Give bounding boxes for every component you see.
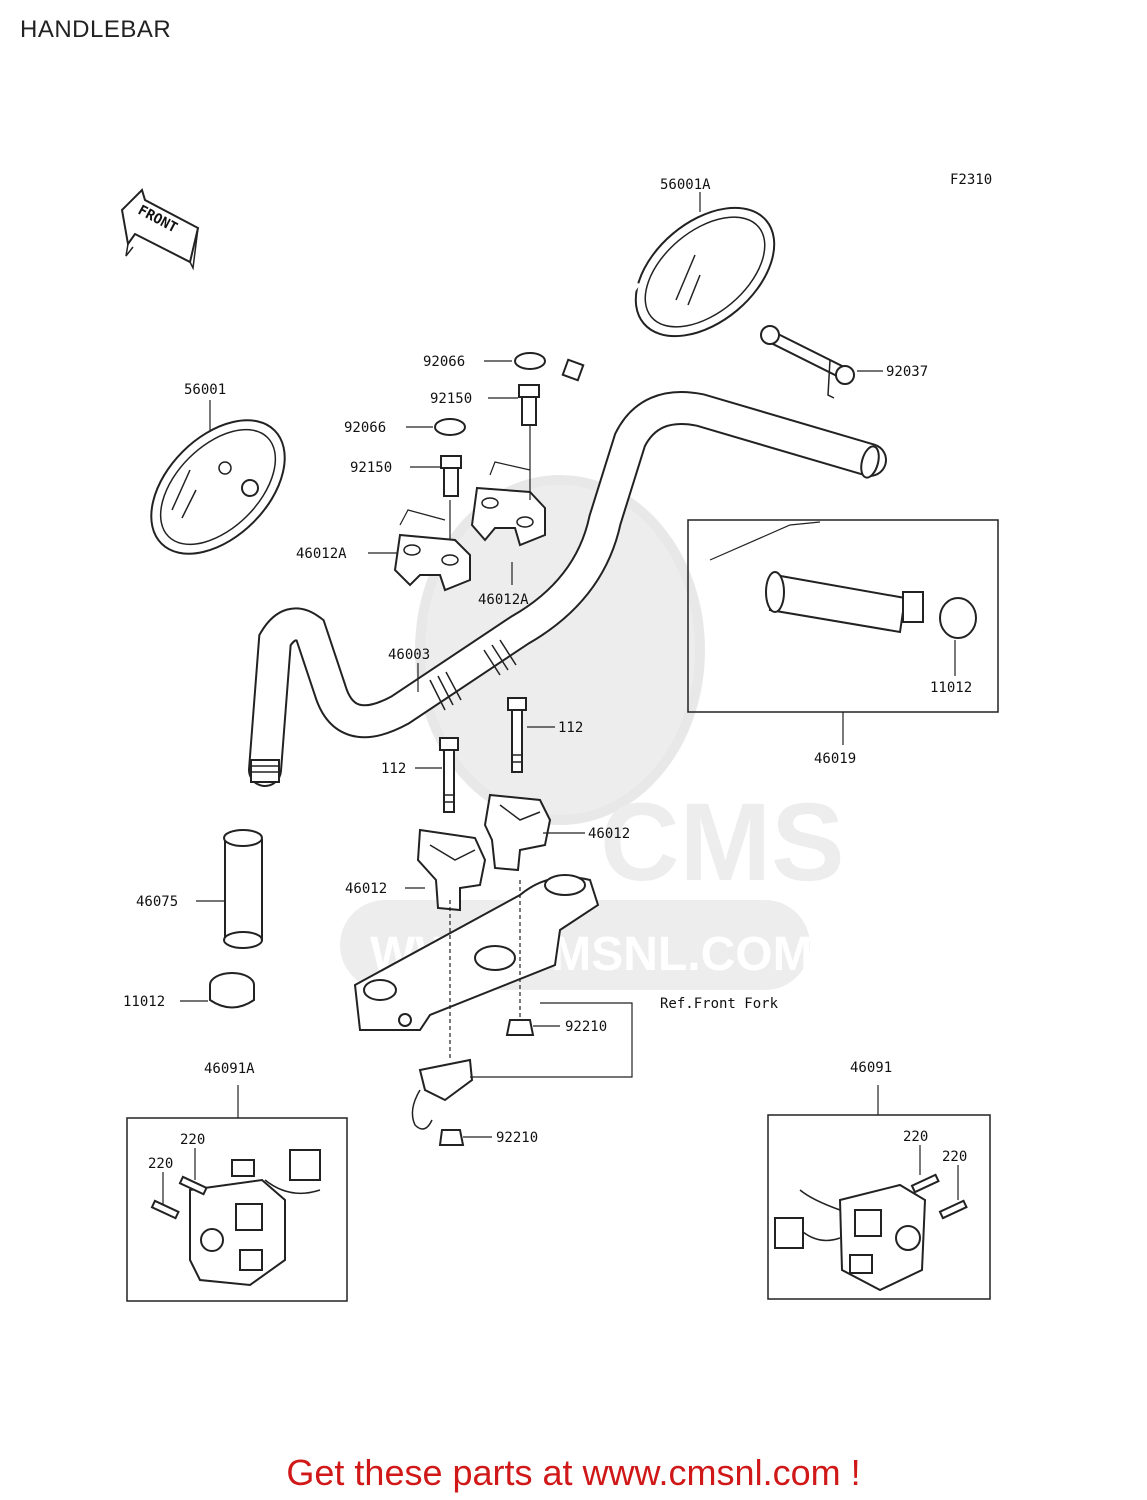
- bolts-112-icon: [439, 697, 527, 813]
- callout-46012-right: 46012: [588, 826, 630, 842]
- callout-56001: 56001: [184, 382, 226, 398]
- throttle-grip-box: [687, 519, 999, 713]
- callout-220-c: 220: [903, 1129, 928, 1145]
- mirror-right-icon: [561, 206, 776, 382]
- parts-small: [434, 325, 855, 497]
- callout-46012a-left: 46012A: [296, 546, 347, 562]
- callout-56001a: 56001A: [660, 177, 711, 193]
- callout-46012-left: 46012: [345, 881, 387, 897]
- callout-11012-right: 11012: [930, 680, 972, 696]
- watermark-brand: CMS: [600, 781, 844, 904]
- callout-labels: 56001A 92066 92037 92150 56001 92066 921…: [123, 177, 972, 1172]
- callout-92210-upper: 92210: [565, 1019, 607, 1035]
- callout-92037: 92037: [886, 364, 928, 380]
- callout-220-b: 220: [148, 1156, 173, 1172]
- left-grip-icon: [209, 829, 263, 1009]
- figure-code: F2310: [950, 172, 992, 188]
- callout-46075: 46075: [136, 894, 178, 910]
- footer-link[interactable]: Get these parts at www.cmsnl.com !: [286, 1452, 861, 1493]
- callout-ref-front-fork: Ref.Front Fork: [660, 996, 779, 1012]
- callout-112-right: 112: [558, 720, 583, 736]
- callout-46091: 46091: [850, 1060, 892, 1076]
- callout-92210-lower: 92210: [496, 1130, 538, 1146]
- leader-lines: [162, 192, 959, 1205]
- callout-92150-lower: 92150: [350, 460, 392, 476]
- callout-220-d: 220: [942, 1149, 967, 1165]
- switch-left-box: [126, 1085, 348, 1302]
- lower-holders-icon: [416, 793, 552, 912]
- switch-right-box: [767, 1085, 991, 1300]
- callout-92066-upper: 92066: [423, 354, 465, 370]
- stem-bracket-icon: [353, 874, 633, 1146]
- callout-220-a: 220: [180, 1132, 205, 1148]
- callout-92066-lower: 92066: [344, 420, 386, 436]
- callout-46091a: 46091A: [204, 1061, 255, 1077]
- callout-46003: 46003: [388, 647, 430, 663]
- handlebar-icon: [248, 391, 887, 787]
- callout-46012a-right: 46012A: [478, 592, 529, 608]
- front-arrow-icon: FRONT: [120, 188, 200, 271]
- page-title: HANDLEBAR: [20, 16, 172, 43]
- callout-112-left: 112: [381, 761, 406, 777]
- mirror-left-icon: [150, 419, 286, 555]
- callout-11012-left: 11012: [123, 994, 165, 1010]
- upper-holders-icon: [393, 425, 546, 592]
- callout-92150-upper: 92150: [430, 391, 472, 407]
- callout-46019: 46019: [814, 751, 856, 767]
